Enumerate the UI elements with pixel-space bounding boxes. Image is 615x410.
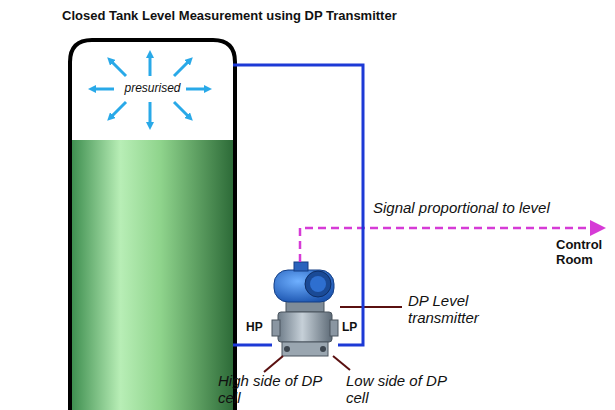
dp-transmitter-symbol <box>272 262 338 356</box>
dp-transmitter-node: HPLP <box>272 262 338 360</box>
signal-line <box>300 228 592 262</box>
port-label: LP <box>342 320 357 334</box>
tank-node: presurised <box>72 42 233 410</box>
impulse-line <box>233 65 363 345</box>
leader-lines <box>264 307 402 372</box>
signal-label: Signal proportional to level <box>373 199 550 216</box>
destination-label: Control Room <box>556 238 614 268</box>
tank-wall <box>70 40 235 410</box>
tank-label: presurised <box>72 81 233 95</box>
impulse-line <box>233 344 272 347</box>
part-label: High side of DP cell <box>218 372 330 407</box>
part-label: DP Level transmitter <box>408 292 518 327</box>
liquid <box>72 140 233 410</box>
part-label: Low side of DP cell <box>346 372 458 407</box>
port-label: HP <box>246 320 263 334</box>
diagram-title: Closed Tank Level Measurement using DP T… <box>62 8 397 23</box>
